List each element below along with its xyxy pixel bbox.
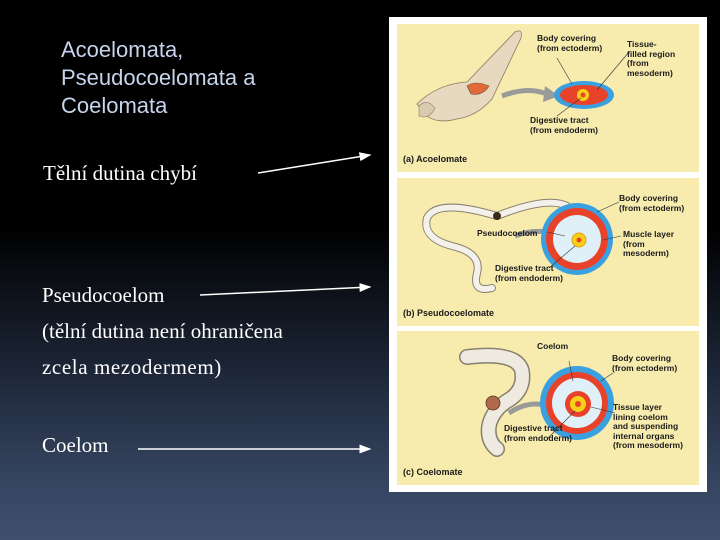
label-digestive-tract-c: Digestive tract (from endoderm): [504, 424, 572, 443]
panel-pseudocoelomate: Body covering (from ectoderm) Pseudocoel…: [397, 178, 699, 326]
panel-coelomate: Coelom Body covering (from ectoderm) Tis…: [397, 331, 699, 485]
label-digestive-tract-b: Digestive tract (from endoderm): [495, 264, 563, 283]
caption-coelomate: (c) Coelomate: [403, 467, 463, 477]
view-arrow-a: [502, 90, 547, 96]
label-body-covering-b: Body covering (from ectoderm): [619, 194, 684, 213]
label-tissue-filled-region: Tissue- filled region (from mesoderm): [627, 40, 675, 78]
label-body-covering-c: Body covering (from ectoderm): [612, 354, 677, 373]
label-body-covering-a: Body covering (from ectoderm): [537, 34, 602, 53]
label-digestive-tract-a: Digestive tract (from endoderm): [530, 116, 598, 135]
label-pseudocoelom: Pseudocoelom: [477, 229, 537, 239]
label-tissue-layer: Tissue layer lining coelom and suspendin…: [613, 403, 683, 451]
arrow-pseudocoelom: [200, 287, 370, 295]
earthworm-cut: [486, 396, 500, 410]
body-cavity-figure: Body covering (from ectoderm) Tissue- fi…: [389, 17, 707, 492]
arrow-acoel: [258, 155, 370, 173]
caption-pseudocoelomate: (b) Pseudocoelomate: [403, 308, 494, 318]
caption-acoelomate: (a) Acoelomate: [403, 154, 467, 164]
label-muscle-layer: Muscle layer (from mesoderm): [623, 230, 674, 259]
label-coelom: Coelom: [537, 342, 568, 352]
panel-acoelomate: Body covering (from ectoderm) Tissue- fi…: [397, 24, 699, 172]
